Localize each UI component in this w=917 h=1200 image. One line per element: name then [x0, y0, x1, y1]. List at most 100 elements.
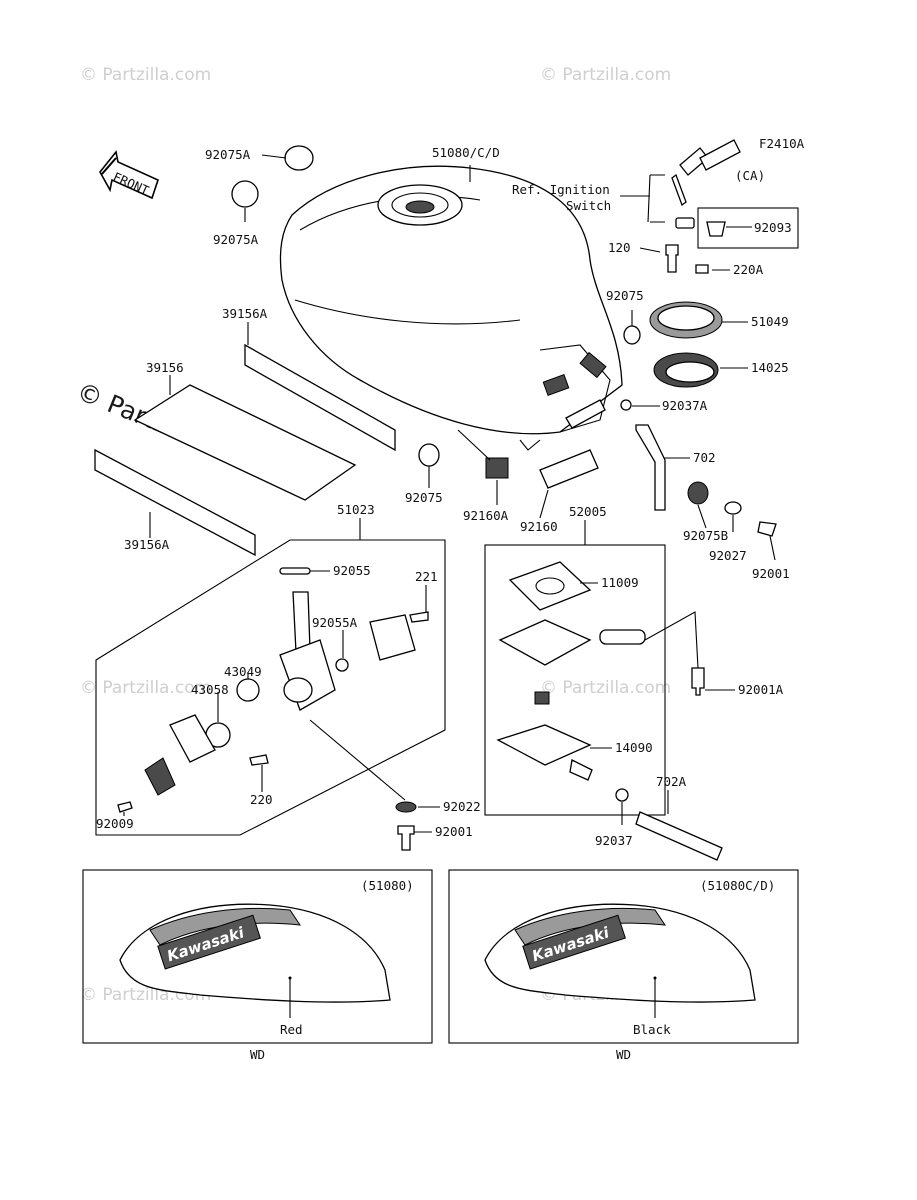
oring-92055a — [335, 658, 349, 672]
cushion-92075-right — [623, 325, 641, 345]
bolt-220 — [249, 754, 269, 766]
label-702: 702 — [693, 450, 716, 465]
cushion-92075-mid — [418, 443, 440, 467]
label-92093: 92093 — [754, 220, 792, 235]
label-43049: 43049 — [224, 664, 262, 679]
bolt-120 — [665, 244, 679, 273]
label-14025: 14025 — [751, 360, 789, 375]
watermark-text: © Partzilla.com — [80, 65, 211, 85]
variant-marking: WD — [616, 1047, 631, 1062]
label-ca: (CA) — [735, 168, 765, 183]
bolt-92001a — [691, 667, 705, 696]
label-43058: 43058 — [191, 682, 229, 697]
variant-color: Red — [280, 1022, 303, 1037]
label-92001-right: 92001 — [752, 566, 790, 581]
damper-92160a — [485, 457, 509, 479]
cushion-92075a-left — [231, 180, 259, 208]
sensor-connector — [534, 691, 550, 705]
label-92160: 92160 — [520, 519, 558, 534]
pad-39156 — [133, 384, 357, 501]
label-39156a-top: 39156A — [222, 306, 268, 321]
sensor-unit — [498, 619, 592, 666]
clip-92037 — [615, 788, 629, 802]
watermark-text: © Partzilla.com — [540, 65, 671, 85]
label-92001-bottom: 92001 — [435, 824, 473, 839]
label-92001a: 92001A — [738, 682, 784, 697]
gasket-11009 — [508, 561, 592, 611]
label-39156: 39156 — [146, 360, 184, 375]
washer-92022 — [395, 801, 417, 813]
label-11009: 11009 — [601, 575, 639, 590]
label-92037: 92037 — [595, 833, 633, 848]
variant-panel-red: (51080) Kawasaki Red WD — [82, 869, 433, 1062]
clip-92037a — [620, 399, 632, 411]
label-92075a-left: 92075A — [213, 232, 259, 247]
variant-panel-black: (51080C/D) Kawasaki Black WD — [448, 869, 799, 1062]
label-120: 120 — [608, 240, 631, 255]
variant-code: (51080C/D) — [700, 878, 775, 893]
valve-lever — [292, 591, 311, 653]
part-92093 — [706, 221, 726, 237]
oring-92055 — [279, 567, 311, 575]
watermark-text: © Partzilla.com — [80, 678, 211, 698]
label-92075-right: 92075 — [606, 288, 644, 303]
label-92075-mid: 92075 — [405, 490, 443, 505]
damper-92160 — [539, 449, 599, 489]
label-92055: 92055 — [333, 563, 371, 578]
ca-box — [697, 207, 799, 249]
valve-plate — [169, 714, 216, 763]
leader-lines — [123, 154, 776, 833]
label-702a: 702A — [656, 774, 687, 789]
float-14090 — [496, 724, 592, 766]
label-92075a-top: 92075A — [205, 147, 251, 162]
sensor-rod — [599, 629, 646, 645]
label-92055a: 92055A — [312, 615, 358, 630]
valve-knob — [144, 757, 176, 796]
pad-39156a-top — [244, 343, 396, 452]
hose-702a — [635, 811, 723, 861]
label-220: 220 — [250, 792, 273, 807]
ignition-key-icon — [671, 139, 741, 229]
label-92075b: 92075B — [683, 528, 728, 543]
label-221: 221 — [415, 569, 438, 584]
bolt-92001-right — [757, 521, 777, 537]
label-39156a-bottom: 39156A — [124, 537, 170, 552]
label-51080: 51080/C/D — [432, 145, 500, 160]
ref-bracket — [620, 174, 665, 223]
label-92027: 92027 — [709, 548, 747, 563]
label-14090: 14090 — [615, 740, 653, 755]
label-220a: 220A — [733, 262, 764, 277]
variant-code: (51080) — [361, 878, 414, 893]
figure-code: F2410A — [759, 136, 805, 151]
variant-color: Black — [633, 1022, 671, 1037]
filter-43049 — [236, 678, 260, 702]
label-ref-ignition: Ref. Ignition — [512, 182, 610, 197]
grommet-92075b — [687, 481, 709, 505]
screw-221 — [409, 611, 429, 623]
watermark-text: © Partzilla.com — [540, 678, 671, 698]
cover-92055a — [369, 614, 416, 661]
part-labels: 92075A 92075A 51080/C/D Ref. Ignition Sw… — [96, 145, 792, 848]
label-52005: 52005 — [569, 504, 607, 519]
screw-92009 — [117, 801, 133, 813]
label-51049: 51049 — [751, 314, 789, 329]
fuel-tank — [279, 165, 623, 451]
cushion-92075a-top — [284, 145, 314, 171]
label-92009: 92009 — [96, 816, 134, 831]
label-92037a: 92037A — [662, 398, 708, 413]
valve-assembly-box — [95, 539, 446, 836]
label-92160a: 92160A — [463, 508, 509, 523]
hose-702 — [635, 424, 666, 511]
bolt-220a — [695, 264, 709, 274]
variant-marking: WD — [250, 1047, 265, 1062]
label-ref-ignition-switch: Switch — [566, 198, 611, 213]
washer-92027 — [724, 501, 742, 515]
sensor-assembly-box — [484, 544, 666, 816]
front-arrow-icon: FRONT — [99, 150, 159, 200]
pad-39156a-bottom — [94, 448, 256, 557]
bolt-92001-bottom — [397, 825, 415, 851]
label-92022: 92022 — [443, 799, 481, 814]
label-51023: 51023 — [337, 502, 375, 517]
